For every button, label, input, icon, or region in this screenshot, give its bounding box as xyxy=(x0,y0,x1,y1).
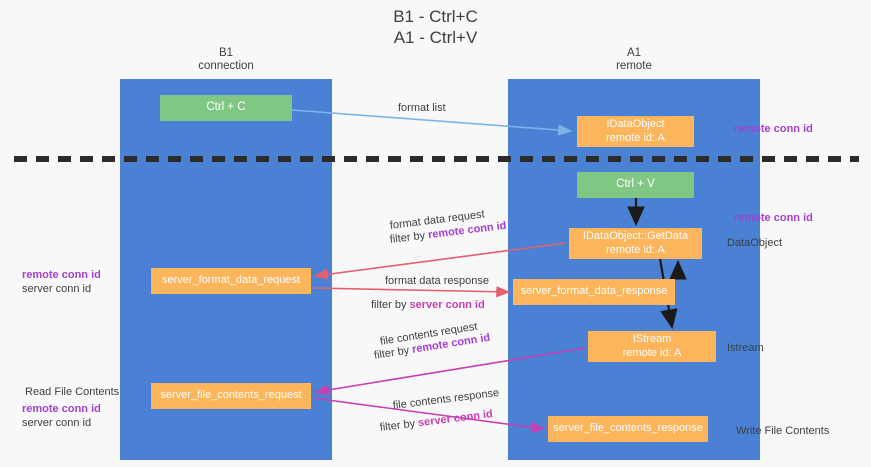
node-sfc-request-label: server_file_contents_request xyxy=(160,389,302,402)
node-idataobject-getdata[interactable]: IDataObject::GetData remote id: A xyxy=(569,228,702,259)
node-istream[interactable]: IStream remote id: A xyxy=(588,331,716,362)
side-note-server-conn-id-left-2: server conn id xyxy=(22,417,92,429)
lane-header-a1: A1 remote xyxy=(508,47,760,73)
lane-header-b1-subtitle: connection xyxy=(198,60,254,72)
side-note-remote-conn-id-top: remote conn id xyxy=(734,123,813,135)
filter-key-server-conn-id-1: server conn id xyxy=(409,299,485,311)
filter-prefix-1: filter by xyxy=(389,229,429,246)
edge-label-format-list: format list xyxy=(398,102,446,114)
node-idataobject[interactable]: IDataObject remote id: A xyxy=(577,116,694,147)
node-server-format-data-response[interactable]: server_format_data_response xyxy=(513,279,675,305)
node-idataobject-line1: IDataObject xyxy=(606,118,665,130)
node-sfc-response-label: server_file_contents_response xyxy=(553,422,703,435)
node-ctrl-v-label: Ctrl + V xyxy=(616,178,655,191)
node-server-format-data-request[interactable]: server_format_data_request xyxy=(151,268,311,294)
node-istream-line1: IStream xyxy=(632,333,672,345)
side-note-conn-ids-bottom: remote conn id server conn id xyxy=(22,402,101,430)
filter-prefix-4: filter by xyxy=(379,417,419,434)
node-server-file-contents-request[interactable]: server_file_contents_request xyxy=(151,383,311,409)
lane-header-b1-title: B1 xyxy=(218,47,234,59)
filter-prefix-3: filter by xyxy=(373,343,414,362)
node-server-file-contents-response[interactable]: server_file_contents_response xyxy=(548,416,708,442)
filter-prefix-2: filter by xyxy=(371,299,410,311)
side-note-write-file-contents: Write File Contents xyxy=(736,425,830,437)
side-note-dataobject: DataObject xyxy=(727,237,783,249)
node-ctrl-v[interactable]: Ctrl + V xyxy=(577,172,694,198)
side-note-conn-ids-top: remote conn id server conn id xyxy=(22,268,101,296)
side-note-remote-conn-id-left-2: remote conn id xyxy=(22,403,101,415)
lane-header-a1-title: A1 xyxy=(626,47,642,59)
node-sfd-request-label: server_format_data_request xyxy=(161,274,301,287)
side-note-remote-conn-id-left-1: remote conn id xyxy=(22,269,101,281)
filter-key-server-conn-id-2: server conn id xyxy=(417,408,494,430)
node-getdata-line2: remote id: A xyxy=(606,243,665,256)
edge-format-data-response xyxy=(312,286,511,298)
node-idataobject-line2: remote id: A xyxy=(606,131,665,144)
node-ctrl-c[interactable]: Ctrl + C xyxy=(160,95,292,121)
node-getdata-line1: IDataObject::GetData xyxy=(582,230,689,242)
side-note-server-conn-id-left-1: server conn id xyxy=(22,283,92,295)
node-ctrl-c-label: Ctrl + C xyxy=(206,101,246,114)
side-note-istream: Istream xyxy=(727,342,764,354)
page-title: B1 - Ctrl+C A1 - Ctrl+V xyxy=(0,6,871,48)
edge-label-format-data-response-filter: filter by server conn id xyxy=(371,298,485,312)
edge-label-format-data-response: format data response xyxy=(385,275,489,287)
side-note-read-file-contents: Read File Contents xyxy=(25,386,120,398)
side-note-remote-conn-id-mid: remote conn id xyxy=(734,212,813,224)
node-istream-line2: remote id: A xyxy=(622,346,682,359)
lane-header-a1-subtitle: remote xyxy=(616,60,652,72)
lane-header-b1: B1 connection xyxy=(120,47,332,73)
page-title-line-2: A1 - Ctrl+V xyxy=(393,28,478,47)
page-title-line-1: B1 - Ctrl+C xyxy=(393,7,478,26)
phase-separator xyxy=(14,156,859,162)
node-sfd-response-label: server_format_data_response xyxy=(520,285,668,298)
